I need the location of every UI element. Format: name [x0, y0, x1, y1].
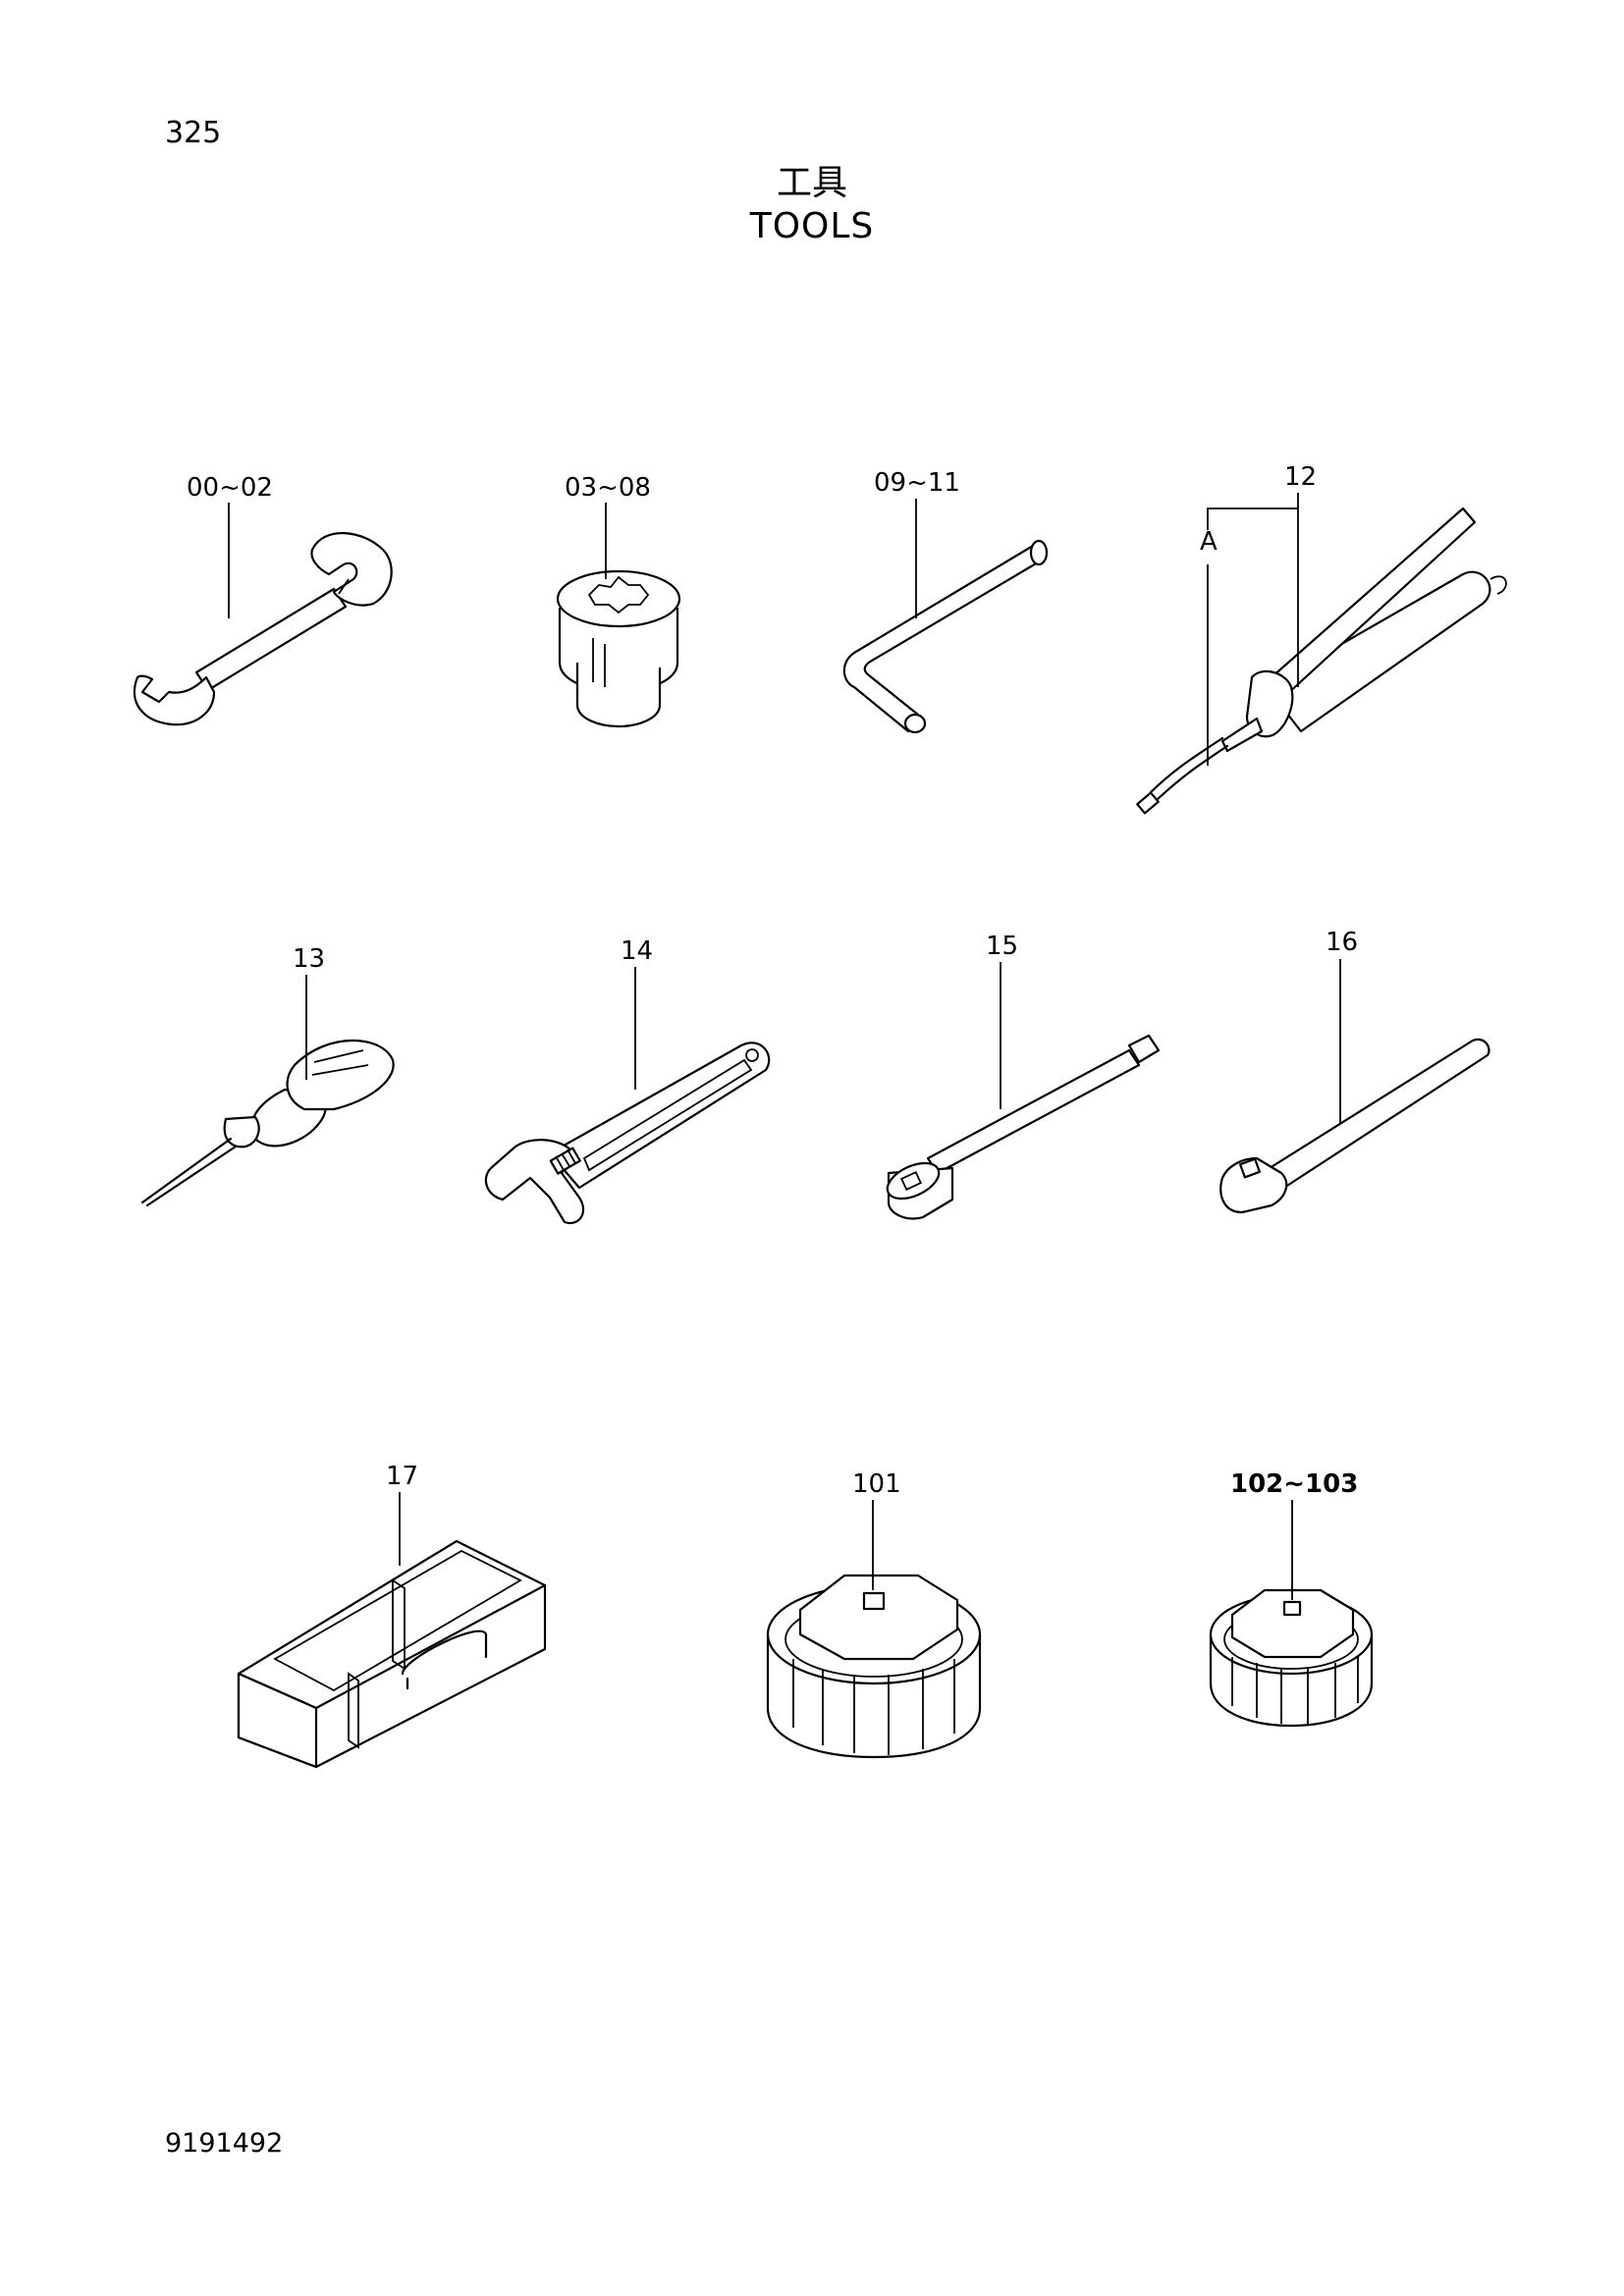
- page-title: 工具 TOOLS: [0, 162, 1624, 248]
- screwdriver: [140, 1039, 395, 1207]
- callout-filter-wrench-small: 102~103: [1230, 1469, 1358, 1499]
- grease-gun: [1136, 507, 1507, 815]
- adjustable-wrench: [484, 1041, 771, 1225]
- callout-extension-bar: 15: [986, 932, 1018, 961]
- filter-wrench-small: [1209, 1588, 1374, 1728]
- ratchet-handle: [1219, 1038, 1490, 1214]
- callout-socket: 03~08: [565, 473, 651, 503]
- callout-wrench: 00~02: [187, 473, 273, 503]
- tool-box: [237, 1539, 547, 1769]
- callout-grease-gun: 12: [1284, 462, 1317, 492]
- callout-hex-key: 09~11: [874, 468, 960, 498]
- callout-grease-gun-a: A: [1200, 527, 1218, 557]
- hex-key: [842, 539, 1049, 734]
- title-japanese: 工具: [776, 163, 847, 203]
- open-end-wrench: [133, 532, 393, 726]
- callout-filter-wrench-large: 101: [852, 1469, 901, 1499]
- callout-adjustable-wrench: 14: [621, 936, 653, 966]
- callout-tool-box: 17: [386, 1462, 418, 1491]
- callout-ratchet-handle: 16: [1326, 928, 1358, 957]
- filter-wrench-large: [766, 1574, 982, 1759]
- leader-grease-gun: [1207, 493, 1299, 766]
- callout-screwdriver: 13: [293, 944, 325, 974]
- page-number: 325: [165, 116, 222, 150]
- title-english: TOOLS: [749, 206, 875, 246]
- socket: [556, 569, 681, 728]
- document-number: 9191492: [165, 2128, 284, 2159]
- extension-bar: [886, 1034, 1161, 1220]
